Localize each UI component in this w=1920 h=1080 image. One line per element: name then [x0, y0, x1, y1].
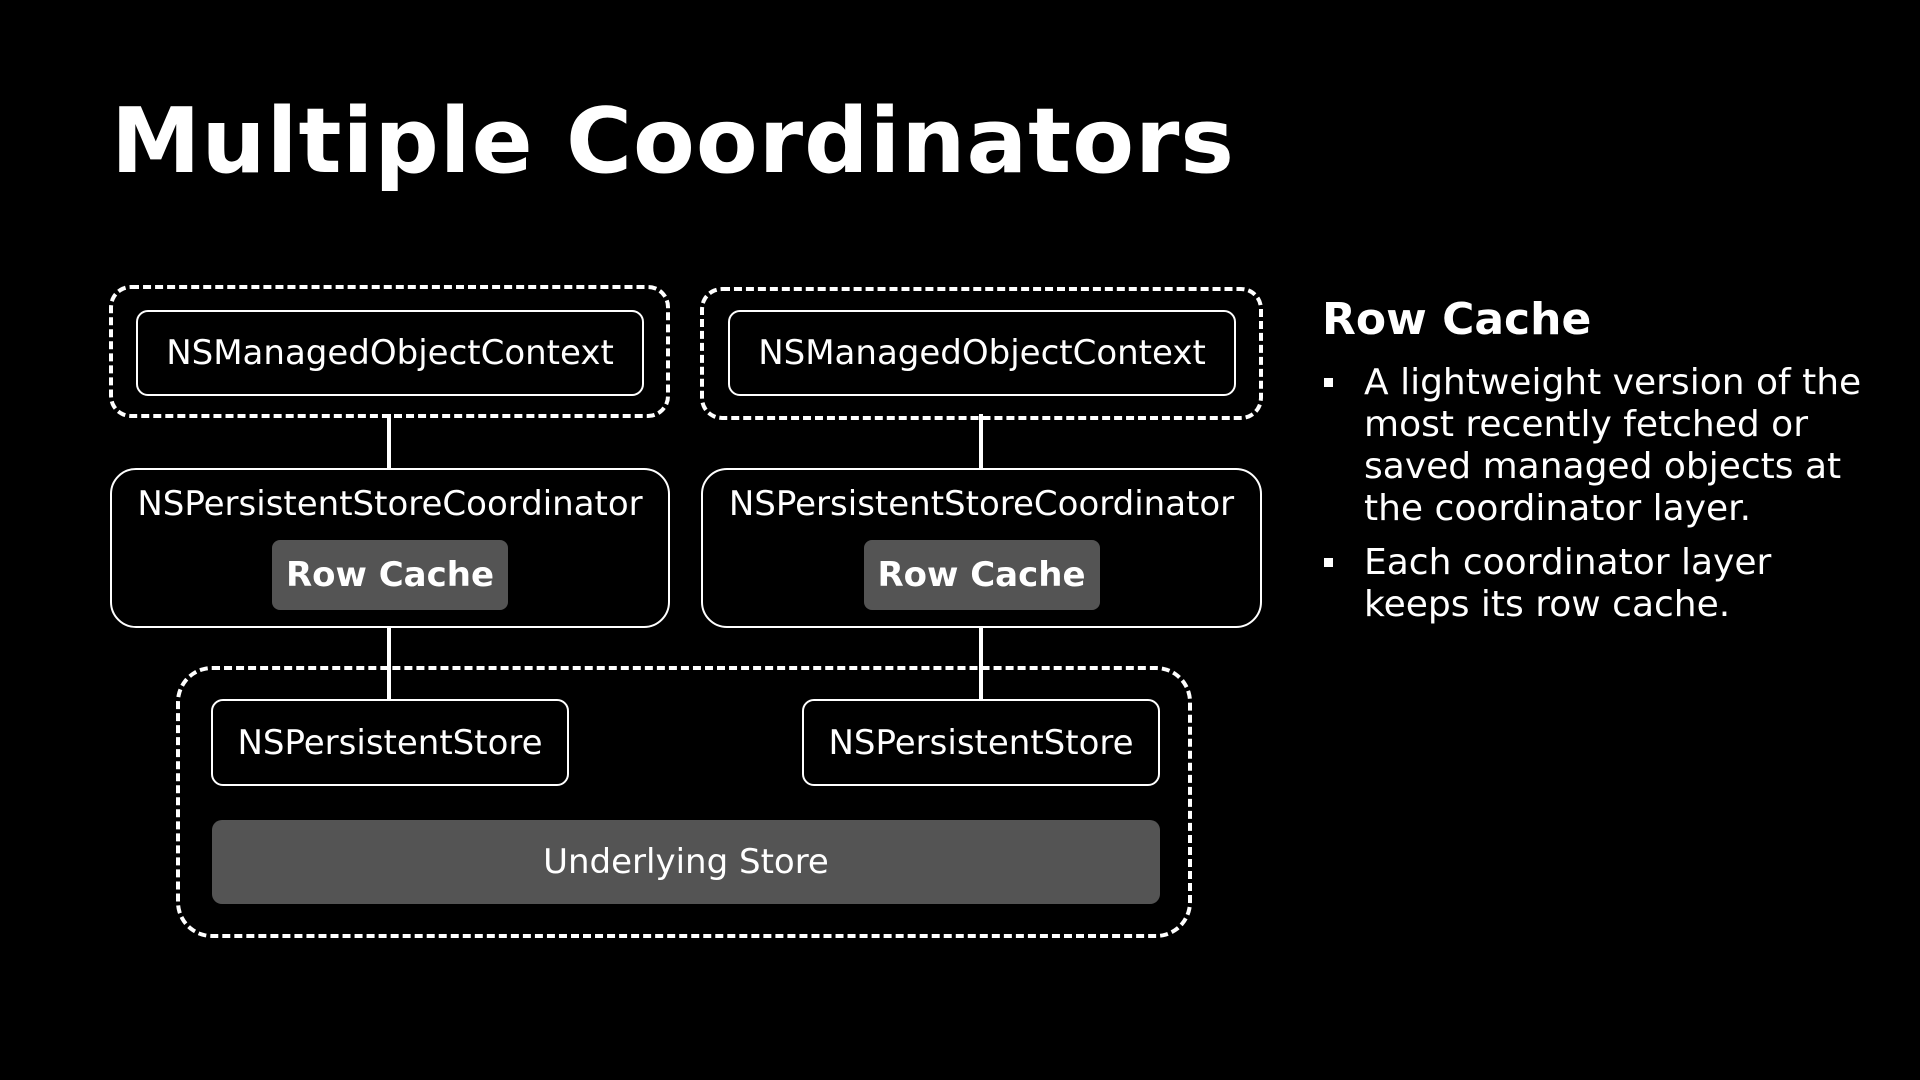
right-persistent-store: NSPersistentStore — [802, 699, 1160, 786]
right-managed-object-context: NSManagedObjectContext — [728, 310, 1236, 396]
right-persistent-store-coordinator: NSPersistentStoreCoordinator Row Cache — [701, 468, 1262, 628]
sidebar-title: Row Cache — [1322, 294, 1592, 345]
right-row-cache-label: Row Cache — [877, 555, 1086, 595]
left-persistent-store-coordinator: NSPersistentStoreCoordinator Row Cache — [110, 468, 670, 628]
bullet-text: Each coordinator layer keeps its row cac… — [1364, 542, 1772, 625]
left-persistent-store: NSPersistentStore — [211, 699, 569, 786]
slide-title: Multiple Coordinators — [111, 89, 1235, 194]
square-bullet-icon — [1324, 378, 1333, 387]
connector-right-context-coordinator — [979, 414, 983, 470]
bullet-item: A lightweight version of the most recent… — [1322, 362, 1882, 530]
right-coordinator-label: NSPersistentStoreCoordinator — [728, 484, 1235, 524]
right-row-cache: Row Cache — [863, 540, 1100, 610]
connector-left-coordinator-store — [387, 626, 391, 701]
underlying-store-group — [176, 666, 1192, 938]
sidebar-bullet-list: A lightweight version of the most recent… — [1322, 362, 1882, 638]
square-bullet-icon — [1324, 558, 1333, 567]
left-store-label: NSPersistentStore — [237, 722, 543, 763]
right-context-group — [700, 287, 1263, 420]
connector-right-coordinator-store — [979, 626, 983, 701]
left-row-cache-label: Row Cache — [285, 555, 495, 595]
bullet-text: A lightweight version of the most recent… — [1364, 362, 1862, 529]
right-context-label: NSManagedObjectContext — [758, 333, 1206, 373]
left-context-label: NSManagedObjectContext — [166, 333, 614, 373]
left-context-group — [109, 285, 670, 418]
bullet-item: Each coordinator layer keeps its row cac… — [1322, 542, 1882, 626]
underlying-store: Underlying Store — [212, 820, 1160, 904]
connector-left-context-coordinator — [387, 414, 391, 470]
left-row-cache: Row Cache — [272, 540, 508, 610]
underlying-store-label: Underlying Store — [543, 842, 829, 882]
left-managed-object-context: NSManagedObjectContext — [136, 310, 644, 396]
left-coordinator-label: NSPersistentStoreCoordinator — [137, 484, 643, 524]
right-store-label: NSPersistentStore — [828, 722, 1134, 763]
